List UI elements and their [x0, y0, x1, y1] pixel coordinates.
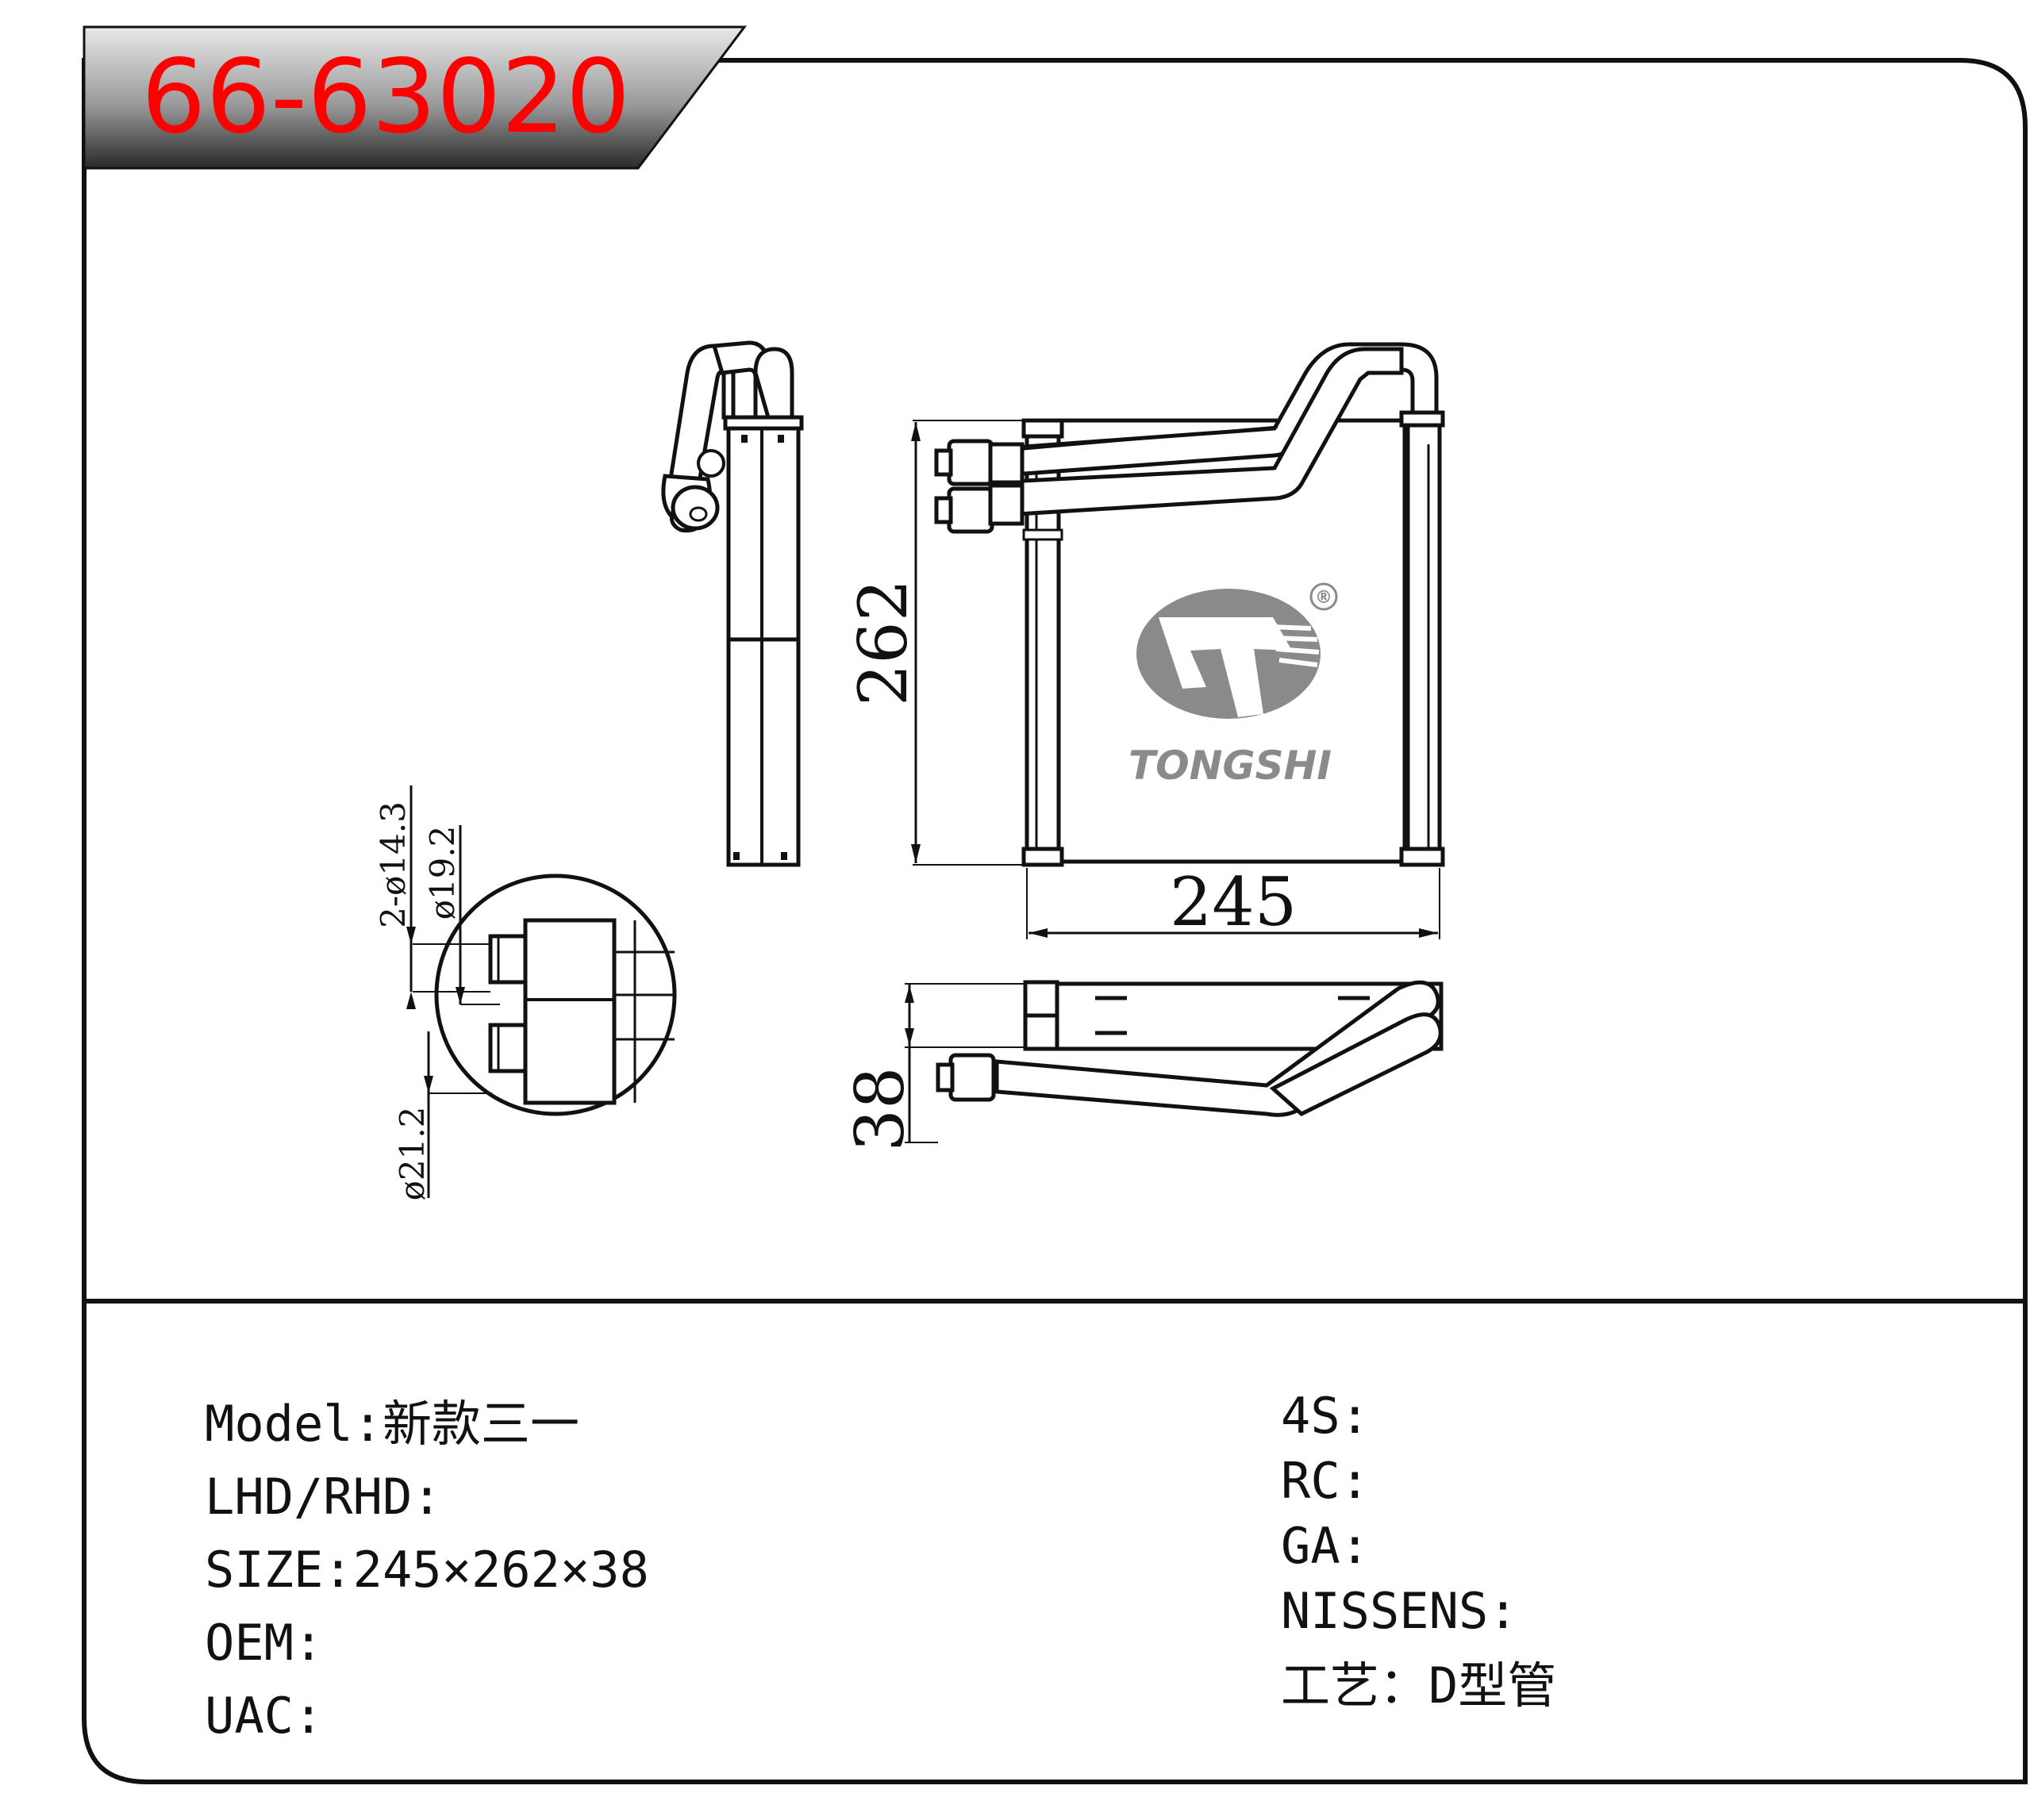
- spec-oem: OEM:: [205, 1614, 323, 1672]
- part-number-banner: 66-63020: [83, 25, 748, 170]
- spec-4s: 4S:: [1281, 1387, 1370, 1445]
- depth-dimension: 38: [841, 983, 1025, 1152]
- registered-mark: ®: [1315, 588, 1332, 608]
- spec-ga: GA:: [1281, 1517, 1370, 1575]
- flange-upper-label: ø19.2: [423, 826, 462, 920]
- brand-name: TONGSHI: [1128, 743, 1332, 789]
- fitting-detail: 2-ø14.3 ø19.2 ø21.2: [374, 785, 677, 1201]
- front-view: [934, 342, 1445, 867]
- width-value: 245: [1170, 863, 1297, 941]
- part-number: 66-63020: [141, 38, 630, 156]
- flange-lower-label: ø21.2: [393, 1107, 432, 1201]
- spec-size: SIZE:245×262×38: [205, 1541, 649, 1599]
- pipe-od-label: 2-ø14.3: [374, 801, 413, 928]
- spec-uac: UAC:: [205, 1687, 323, 1745]
- spec-lhd-rhd: LHD/RHD:: [205, 1468, 442, 1526]
- top-view: [936, 980, 1444, 1117]
- spec-nissens: NISSENS:: [1281, 1582, 1518, 1640]
- spec-rc: RC:: [1281, 1452, 1370, 1510]
- specs-left: Model:新款三一 LHD/RHD: SIZE:245×262×38 OEM:…: [205, 1395, 649, 1745]
- frame-border: [82, 58, 2028, 1784]
- depth-value: 38: [841, 1067, 919, 1152]
- height-dimension: 262: [844, 420, 1024, 866]
- height-value: 262: [844, 579, 922, 706]
- specs-right: 4S: RC: GA: NISSENS: 工艺：D型管: [1281, 1387, 1556, 1714]
- side-view: [661, 340, 804, 867]
- brand-logo: ® TONGSHI: [1128, 582, 1338, 789]
- width-dimension: 245: [1026, 863, 1440, 941]
- spec-process: 工艺：D型管: [1281, 1657, 1556, 1714]
- spec-model: Model:新款三一: [205, 1395, 579, 1453]
